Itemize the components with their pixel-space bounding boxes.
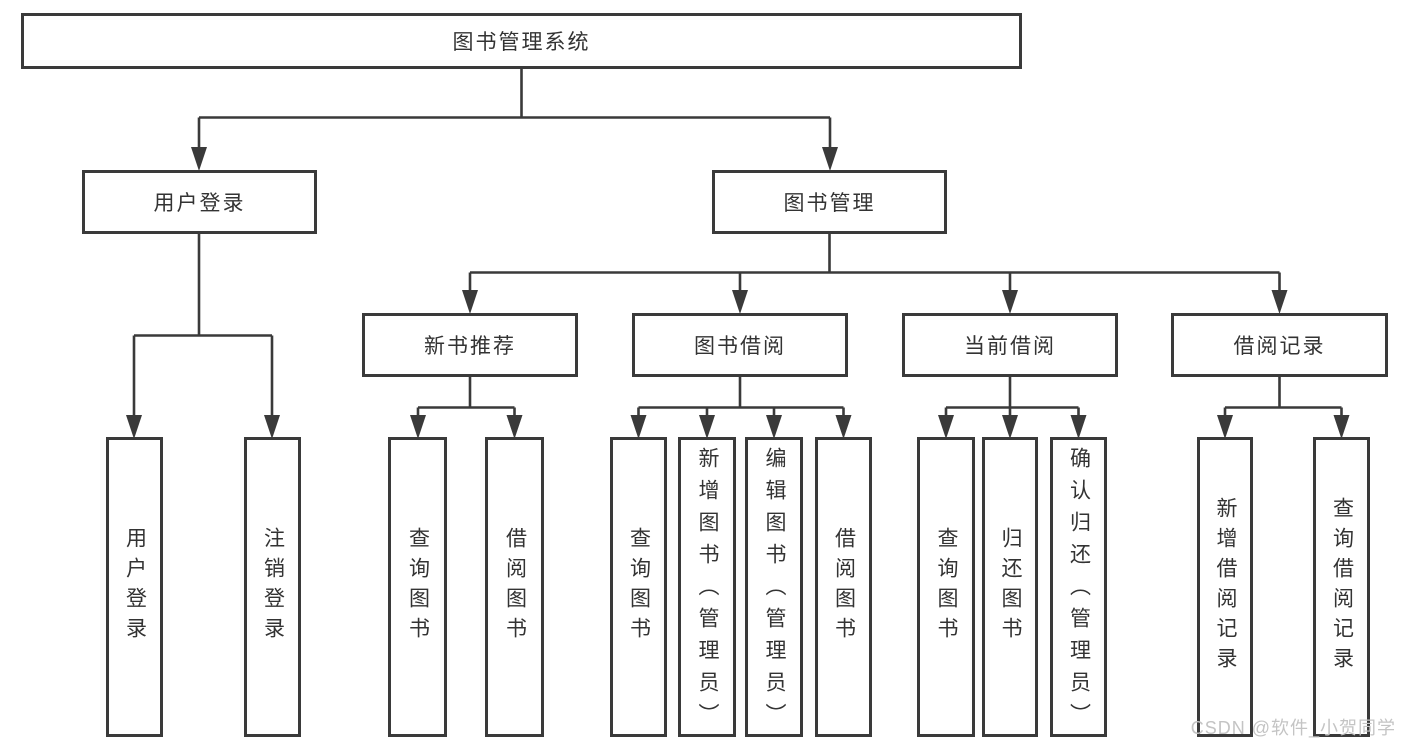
node-current-borrowing: 当前借阅 — [902, 313, 1118, 377]
node-label: 用户登录 — [123, 527, 147, 647]
node-label: 图书管理 — [783, 192, 876, 215]
node-label: 用户登录 — [153, 192, 246, 215]
leaf-user-login: 用户登录 — [106, 437, 163, 737]
node-label: 查询图书 — [935, 527, 958, 647]
leaf-query-borrow-record: 查询借阅记录 — [1313, 437, 1370, 737]
node-label: 查询图书 — [406, 527, 430, 647]
node-label: 图书借阅 — [694, 335, 786, 358]
leaf-query-books-current: 查询图书 — [917, 437, 975, 737]
node-user-login: 用户登录 — [82, 170, 317, 234]
node-label: 借阅图书 — [832, 527, 856, 647]
node-label: 归还图书 — [999, 527, 1022, 647]
node-library-management-system: 图书管理系统 — [21, 13, 1022, 69]
leaf-add-books-admin: 新增图书（管理员） — [678, 437, 736, 737]
node-label: 查询图书 — [627, 527, 651, 647]
leaf-query-books-borrow: 查询图书 — [610, 437, 667, 737]
node-label: 查询借阅记录 — [1330, 497, 1354, 677]
node-label: 新书推荐 — [424, 335, 516, 358]
node-new-book-recommendation: 新书推荐 — [362, 313, 578, 377]
node-label: 借阅图书 — [503, 527, 527, 647]
leaf-logout: 注销登录 — [244, 437, 301, 737]
leaf-return-books: 归还图书 — [982, 437, 1038, 737]
node-label: 借阅记录 — [1233, 335, 1326, 358]
leaf-add-borrow-record: 新增借阅记录 — [1197, 437, 1253, 737]
node-label: 当前借阅 — [964, 335, 1056, 358]
leaf-borrow-books-recommend: 借阅图书 — [485, 437, 544, 737]
leaf-query-books-recommend: 查询图书 — [388, 437, 447, 737]
leaf-confirm-return-admin: 确认归还（管理员） — [1050, 437, 1107, 737]
node-label: 编辑图书（管理员） — [763, 447, 786, 735]
node-label: 新增借阅记录 — [1214, 497, 1237, 677]
node-label: 图书管理系统 — [452, 31, 591, 54]
node-book-borrowing: 图书借阅 — [632, 313, 848, 377]
node-borrowing-records: 借阅记录 — [1171, 313, 1388, 377]
csdn-watermark: CSDN @软件_小贺同学 — [1190, 718, 1396, 738]
node-book-management: 图书管理 — [712, 170, 947, 234]
leaf-edit-books-admin: 编辑图书（管理员） — [745, 437, 803, 737]
node-label: 注销登录 — [261, 527, 285, 647]
node-label: 新增图书（管理员） — [696, 447, 719, 735]
node-label: 确认归还（管理员） — [1067, 447, 1091, 735]
leaf-borrow-books: 借阅图书 — [815, 437, 872, 737]
